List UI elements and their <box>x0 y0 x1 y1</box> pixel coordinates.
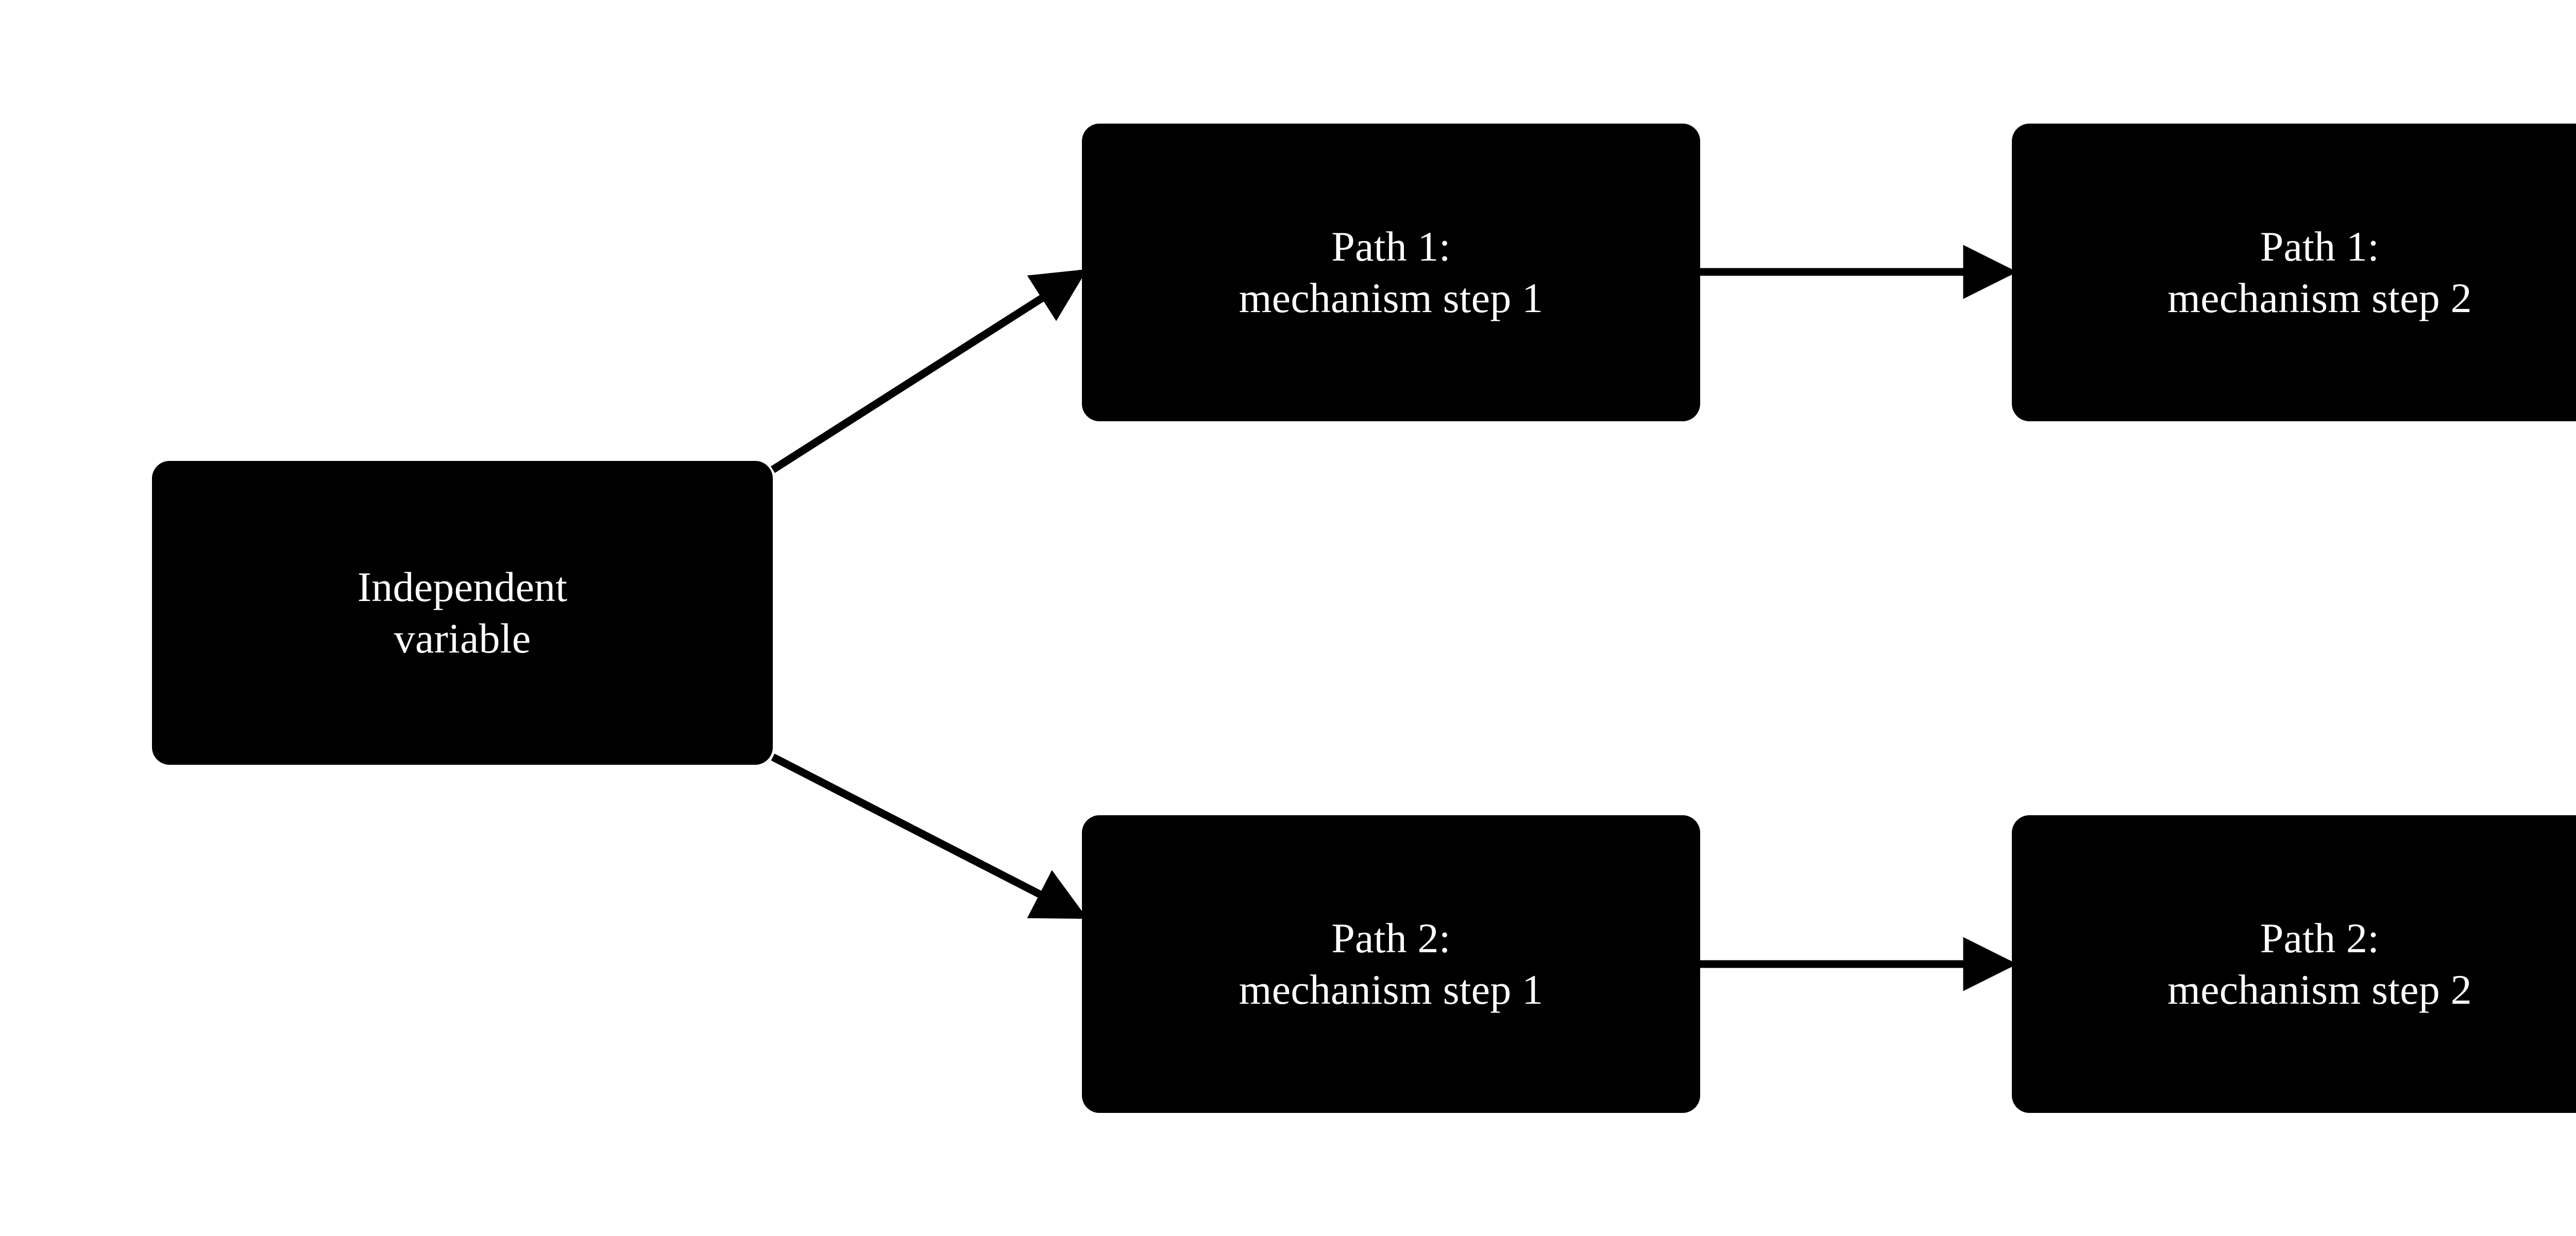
node-path-2-mechanism-step-1-label: Path 2: mechanism step 1 <box>1239 914 1544 1013</box>
edge-iv-to-p2s1 <box>771 753 1088 919</box>
node-independent-variable[interactable]: Independent variable <box>152 461 773 765</box>
node-path-2-mechanism-step-2[interactable]: Path 2: mechanism step 2 <box>2012 815 2576 1113</box>
node-path-1-mechanism-step-1[interactable]: Path 1: mechanism step 1 <box>1082 124 1700 421</box>
node-path-1-mechanism-step-2[interactable]: Path 1: mechanism step 2 <box>2012 124 2576 421</box>
edge-iv-to-p1s1 <box>770 269 1088 473</box>
node-path-2-mechanism-step-1[interactable]: Path 2: mechanism step 1 <box>1082 815 1700 1113</box>
node-path-1-mechanism-step-2-label: Path 1: mechanism step 2 <box>2167 222 2472 321</box>
node-independent-variable-label: Independent variable <box>357 563 568 662</box>
node-path-2-mechanism-step-2-label: Path 2: mechanism step 2 <box>2167 914 2472 1013</box>
node-path-1-mechanism-step-1-label: Path 1: mechanism step 1 <box>1239 222 1544 321</box>
